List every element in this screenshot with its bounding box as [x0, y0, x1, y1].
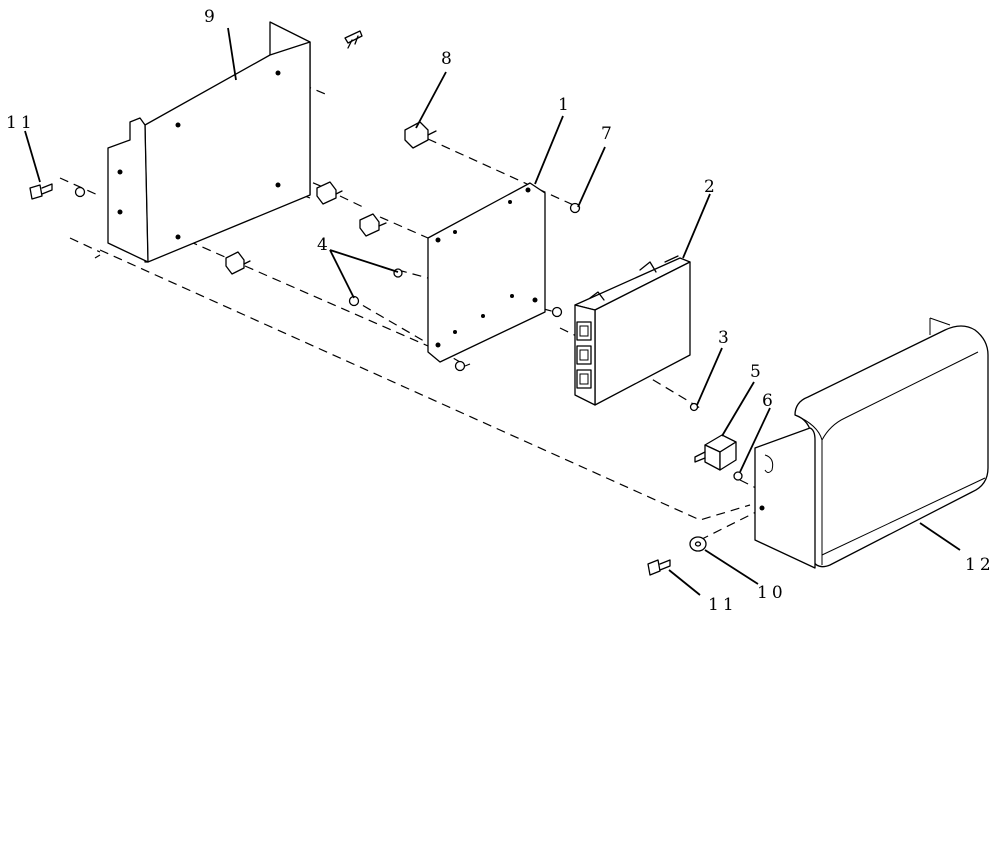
callout-9: 9	[204, 7, 219, 27]
callout-6: 6	[762, 391, 777, 411]
part-2-control-module	[574, 255, 691, 406]
callout-11-bottom: 11	[708, 595, 738, 615]
part-12-cover	[754, 317, 989, 569]
part-1-mounting-plate	[427, 182, 546, 363]
callout-5: 5	[750, 362, 765, 382]
callout-labels: 9 8 1 7 11 2 4 3 5 6 10 11 12	[6, 7, 995, 615]
assembly-centerlines	[59, 72, 761, 541]
callout-8: 8	[441, 49, 456, 69]
callout-7: 7	[601, 124, 616, 144]
callout-3: 3	[718, 328, 733, 348]
callout-4: 4	[317, 235, 332, 255]
hardware	[29, 30, 743, 576]
callout-11-left: 11	[6, 113, 36, 133]
callout-1: 1	[558, 95, 573, 115]
part-8-isolators	[225, 121, 437, 275]
callout-10: 10	[757, 583, 787, 603]
leader-lines	[24, 27, 961, 596]
callout-12: 12	[965, 555, 995, 575]
callout-2: 2	[704, 177, 719, 197]
part-5-relay	[694, 434, 737, 471]
part-9-bracket	[107, 21, 311, 263]
